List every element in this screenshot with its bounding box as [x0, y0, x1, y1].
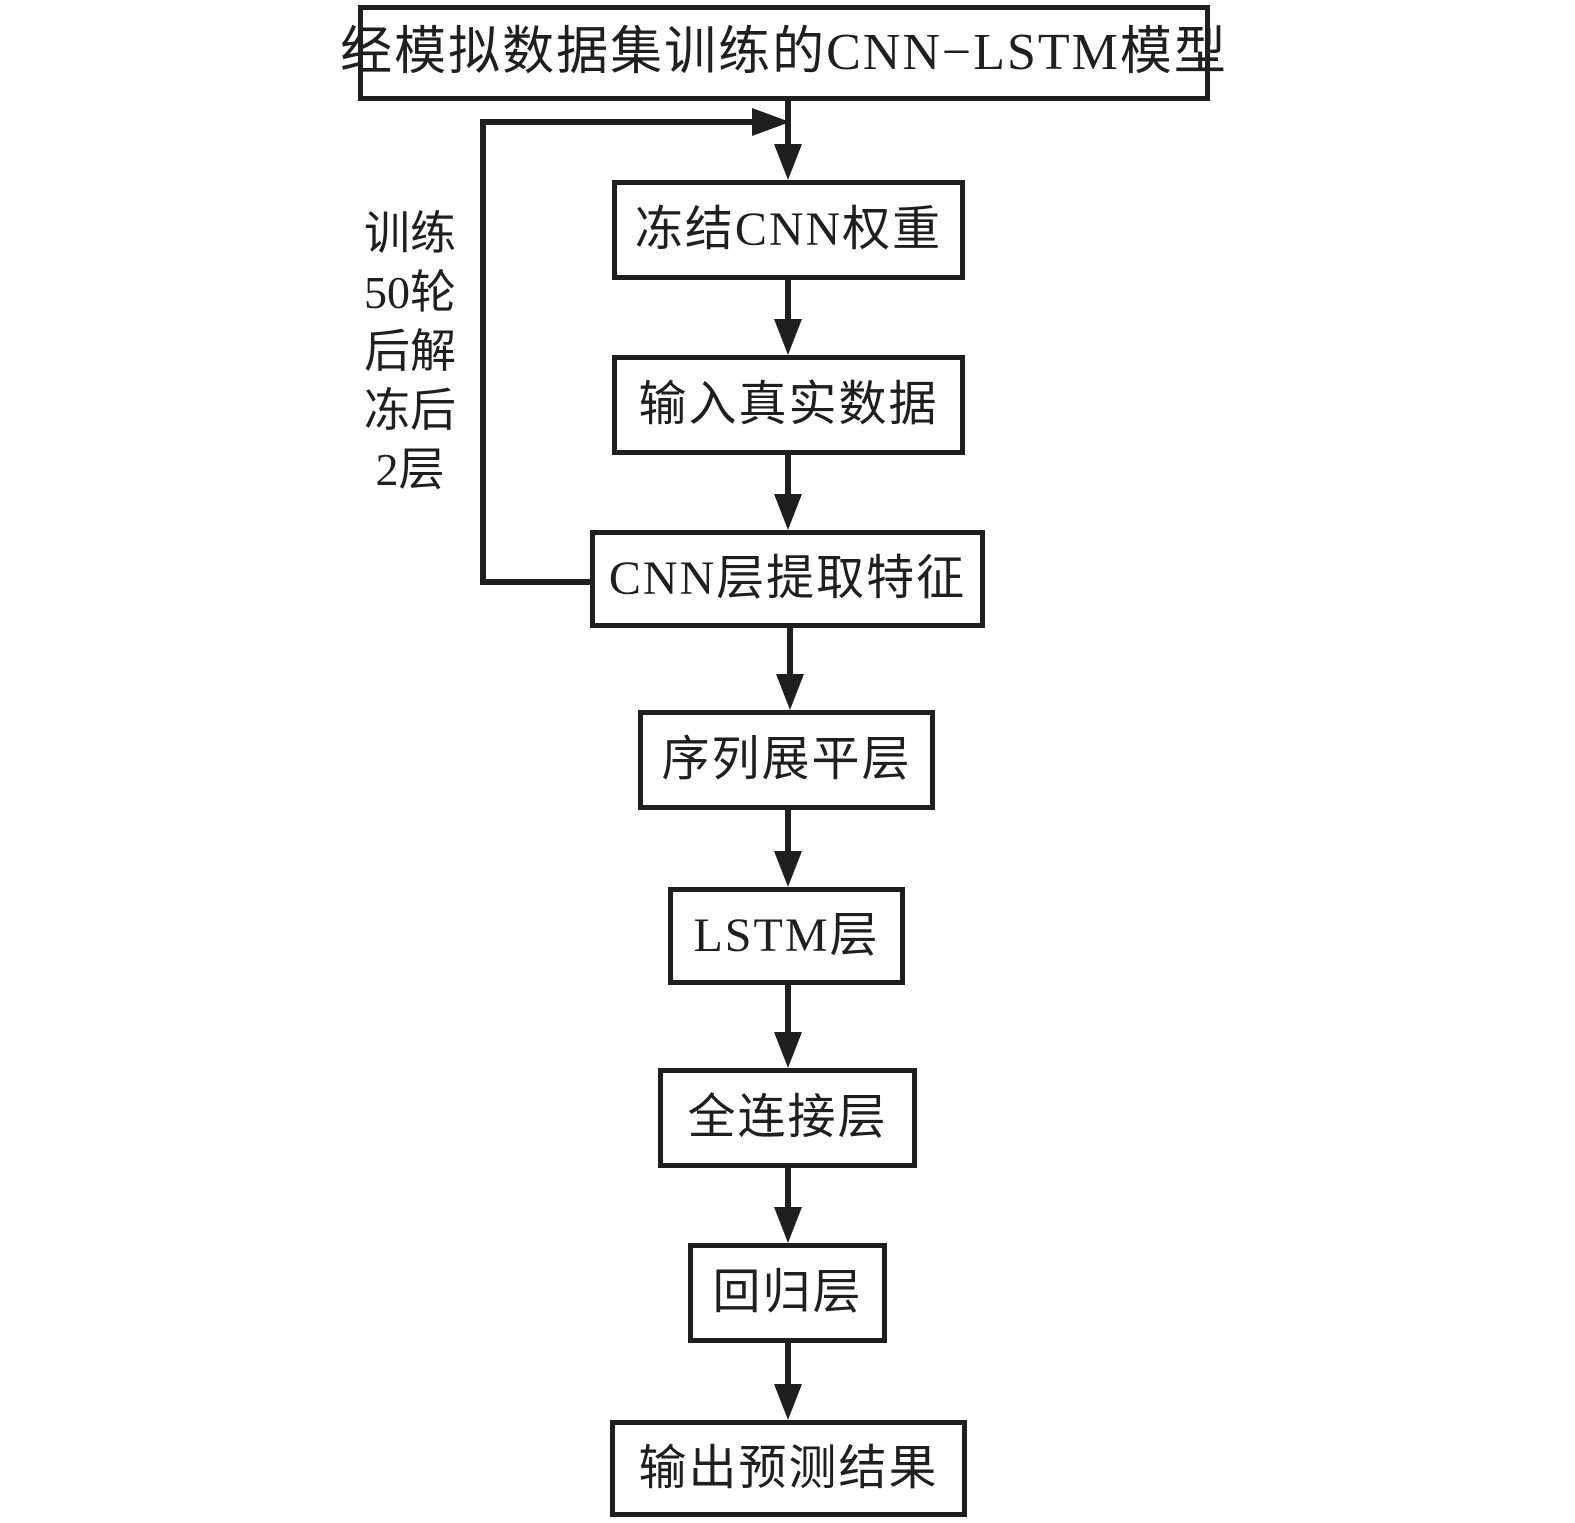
feedback-loop-line — [480, 119, 754, 585]
arrow-down-icon — [774, 319, 802, 355]
node-fully-connected-layer: 全连接层 — [658, 1068, 917, 1168]
arrow-down-icon — [774, 1384, 802, 1420]
node-freeze-cnn-weights: 冻结CNN权重 — [612, 180, 965, 280]
arrow-down-icon — [774, 144, 802, 180]
node-cnn-feature-extraction: CNN层提取特征 — [590, 530, 985, 628]
loop-annotation-label: 训练 50轮 后解 冻后 2层 — [364, 208, 456, 495]
node-regression-layer: 回归层 — [688, 1243, 887, 1343]
node-pretrained-model: 经模拟数据集训练的CNN−LSTM模型 — [340, 5, 1226, 101]
node-input-real-data: 输入真实数据 — [612, 355, 965, 455]
node-output-prediction: 输出预测结果 — [610, 1420, 967, 1517]
arrow-down-icon — [774, 1032, 802, 1068]
node-lstm-layer: LSTM层 — [668, 887, 905, 985]
arrow-down-icon — [774, 1207, 802, 1243]
node-sequence-flatten-layer: 序列展平层 — [638, 710, 935, 810]
arrow-down-icon — [774, 494, 802, 530]
feedback-loop-arrowhead-icon — [752, 108, 790, 136]
arrow-down-icon — [776, 674, 804, 710]
arrow-down-icon — [774, 851, 802, 887]
